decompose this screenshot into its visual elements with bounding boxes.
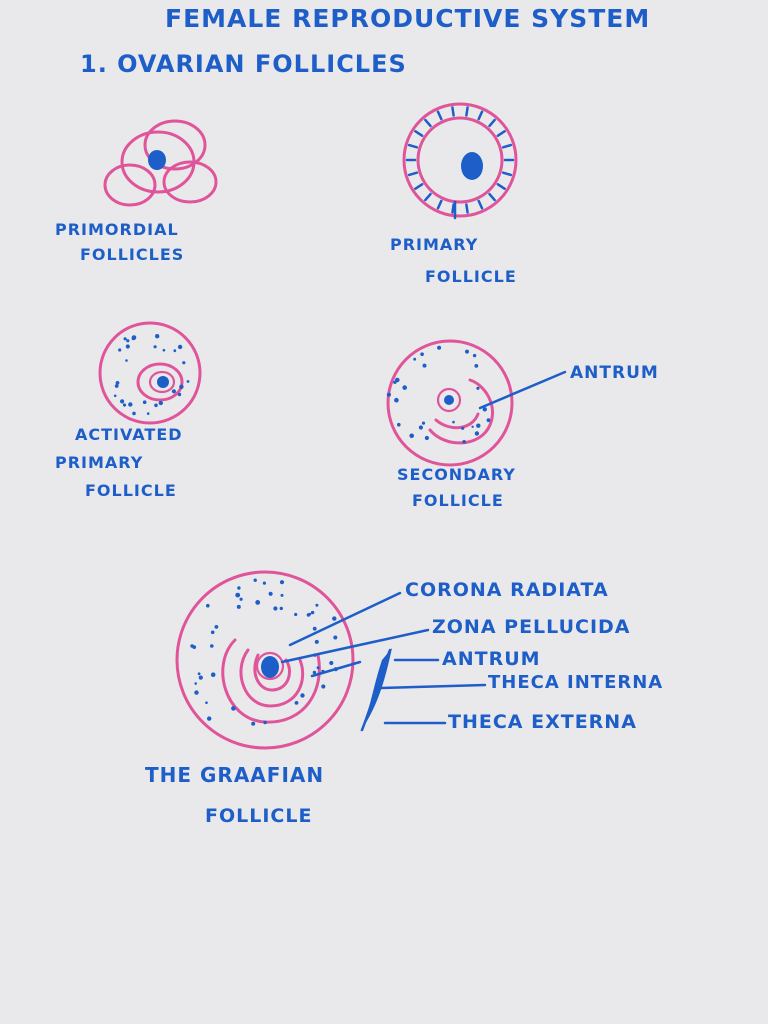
- primary-label-line-2: FOLLICLE: [425, 267, 517, 286]
- primordial-label: PRIMORDIAL FOLLICLES: [55, 220, 184, 264]
- graafian-label-line-2: FOLLICLE: [205, 805, 312, 827]
- graafian-part-labels: CORONA RADIATA ZONA PELLUCIDA ANTRUM THE…: [405, 579, 663, 733]
- graafian-antrum-label: ANTRUM: [442, 648, 541, 670]
- theca-externa-label: THECA EXTERNA: [448, 711, 637, 733]
- page-subtitle: 1. OVARIAN FOLLICLES: [80, 50, 407, 78]
- primordial-label-line-2: FOLLICLES: [80, 245, 184, 264]
- secondary-label-line-2: FOLLICLE: [412, 491, 504, 510]
- page-title: FEMALE REPRODUCTIVE SYSTEM: [165, 4, 650, 33]
- primary-follicle-drawing: [402, 102, 518, 220]
- secondary-follicle-drawing: [386, 339, 567, 467]
- primary-label-line-1: PRIMARY: [390, 235, 478, 254]
- activated-primary-follicle-drawing: [98, 321, 202, 425]
- secondary-label-line-1: SECONDARY: [397, 465, 516, 484]
- graafian-label: THE GRAAFIAN FOLLICLE: [145, 763, 324, 827]
- activated-label-line-3: FOLLICLE: [85, 481, 177, 500]
- secondary-antrum-label: ANTRUM: [570, 363, 659, 383]
- activated-label: ACTIVATED PRIMARY FOLLICLE: [55, 425, 183, 500]
- primordial-follicles-drawing: [103, 119, 218, 207]
- theca-interna-label: THECA INTERNA: [488, 672, 663, 693]
- zona-pellucida-label: ZONA PELLUCIDA: [432, 616, 631, 638]
- activated-label-line-2: PRIMARY: [55, 453, 143, 472]
- corona-radiata-label: CORONA RADIATA: [405, 579, 609, 601]
- graafian-label-line-1: THE GRAAFIAN: [145, 763, 324, 787]
- primary-label: PRIMARY FOLLICLE: [390, 235, 517, 286]
- primordial-label-line-1: PRIMORDIAL: [55, 220, 179, 239]
- secondary-label: SECONDARY FOLLICLE: [397, 465, 516, 510]
- graafian-follicle-drawing: [175, 570, 487, 750]
- activated-label-line-1: ACTIVATED: [75, 425, 183, 444]
